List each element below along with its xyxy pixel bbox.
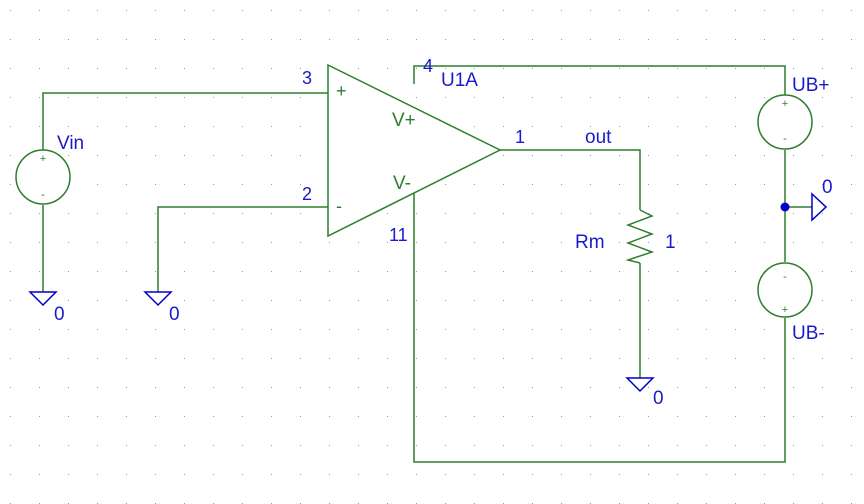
wire-vminus-to-ubminus[interactable]	[413, 193, 786, 463]
pin-inv-number: 2	[302, 184, 312, 204]
ground-icon	[625, 377, 655, 393]
opamp-u1a[interactable]: + - V+ V-	[327, 63, 502, 238]
opamp-minus-symbol: -	[336, 196, 342, 216]
ubminus-name-label: UB-	[792, 323, 825, 344]
ubplus-source[interactable]: + -	[757, 94, 813, 150]
grid-dots	[10, 10, 852, 504]
junction-dot	[780, 202, 790, 212]
ground-symbols	[28, 192, 828, 393]
ubminus-minus-mark: -	[783, 271, 787, 283]
vin-source-body	[15, 149, 71, 205]
ground-icon	[811, 192, 828, 222]
vin-minus-mark: -	[41, 189, 45, 201]
rm-name-label: Rm	[575, 232, 605, 253]
ubplus-source-body	[757, 94, 813, 150]
pin-noninv-number: 3	[302, 68, 312, 88]
ground-icon	[143, 291, 173, 307]
opamp-plus-symbol: +	[336, 81, 347, 101]
out-net-label: out	[585, 127, 612, 148]
pin-out-number: 1	[515, 127, 525, 147]
opamp-vplus-label: V+	[392, 110, 416, 131]
wire-out-to-rm[interactable]	[500, 149, 641, 210]
vin-source[interactable]: + -	[15, 149, 71, 205]
ground-label: 0	[54, 304, 65, 325]
wire-inv-to-ground[interactable]	[157, 206, 328, 292]
wire-vplus-to-ubplus[interactable]	[413, 65, 786, 95]
ground-label: 0	[653, 388, 664, 409]
opamp-vminus-label: V-	[393, 173, 411, 194]
rm-value-label: 1	[665, 232, 676, 253]
ubplus-minus-mark: -	[783, 133, 787, 145]
ground-icon	[28, 291, 58, 307]
pin-vminus-number: 11	[389, 225, 408, 245]
ubplus-plus-mark: +	[782, 98, 788, 110]
ubminus-source-body	[757, 262, 813, 318]
rm-resistor-zigzag[interactable]	[625, 209, 655, 264]
pin-vplus-number: 4	[423, 56, 433, 76]
vin-plus-mark: +	[40, 153, 46, 165]
ubminus-plus-mark: +	[782, 304, 788, 316]
opamp-ref-label: U1A	[441, 70, 478, 91]
wire-vin-to-noninv[interactable]	[42, 92, 328, 150]
ground-label: 0	[169, 304, 180, 325]
vin-name-label: Vin	[57, 133, 84, 154]
ubminus-source[interactable]: - +	[757, 262, 813, 318]
wires	[42, 65, 812, 463]
ground-label: 0	[822, 177, 833, 198]
ubplus-name-label: UB+	[792, 75, 830, 96]
opamp-triangle	[327, 63, 502, 238]
labels: 3 2 4 U1A 1 11 out Rm 1 Vin UB+ UB- 0 0 …	[54, 56, 833, 409]
